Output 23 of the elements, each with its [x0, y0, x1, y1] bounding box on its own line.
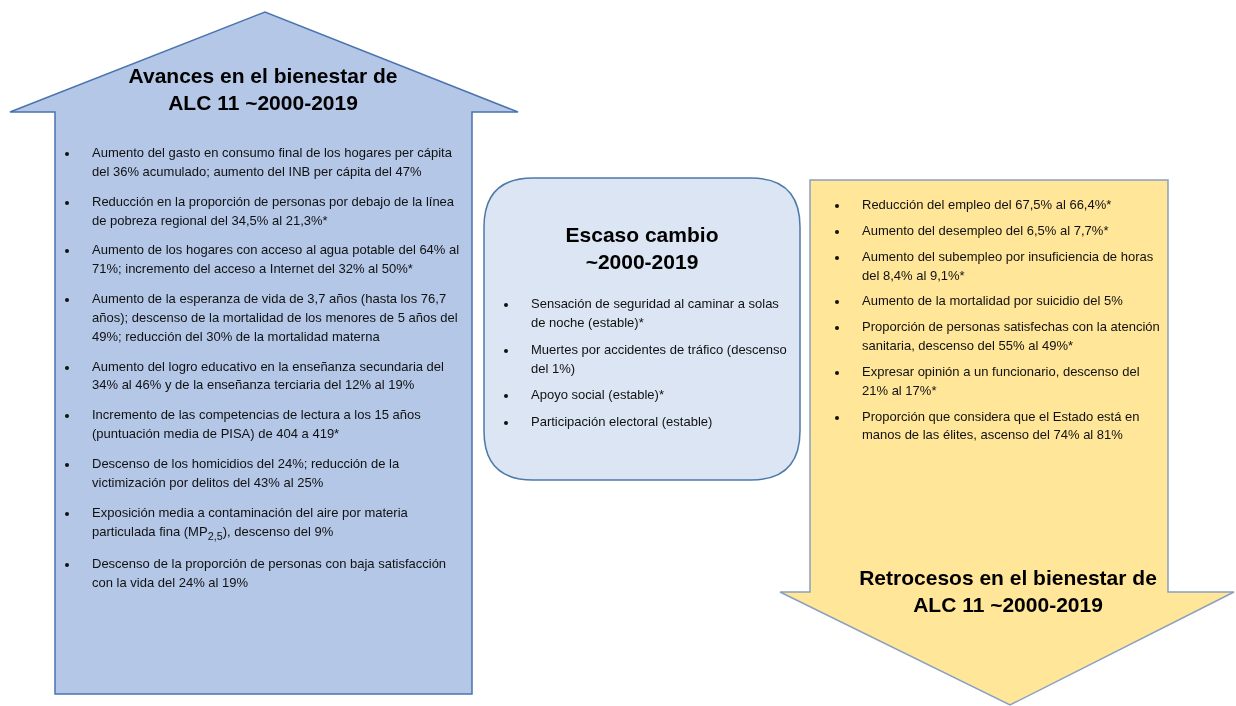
bullet-text: Aumento del gasto en consumo final de los hogares per cápita del 36% acumulado; aumento del INB per cápita del 47% — [92, 144, 453, 181]
bullet-text: Aumento de los hogares con acceso al agua potable del 64% al 71%; incremento del acceso a Internet del 32% al 50%* — [92, 241, 461, 279]
bullet-text: Proporción de personas satisfechas con la atención sanitaria, descenso del 55% al 49%* — [862, 318, 1161, 356]
bullet-text: Reducción en la proporción de personas por debajo de la línea de pobreza regional del 34,5% al 21,3%* — [92, 192, 456, 230]
bullet-text: Aumento del logro educativo en la enseñanza secundaria del 34% al 46% y de la enseñanza terciaria del 12% al 19% — [92, 357, 445, 395]
bullet-text: Muertes por accidentes de tráfico (descenso del 1%) — [531, 340, 787, 378]
heading: Escaso cambio ~2000-2019 — [564, 222, 720, 276]
bullet-text: Descenso de la proporción de personas con baja satisfacción con la vida del 24% al 19% — [92, 554, 448, 592]
bullet-text: Sensación de seguridad al caminar a solas de noche (estable)* — [531, 295, 780, 332]
bullet-text: Aumento de la mortalidad por suicidio del 5% — [862, 292, 1124, 311]
bullet-text: Exposición media a contaminación del aire por materia particulada fina (MP$_{2,5}$), descenso del 9% — [92, 503, 409, 544]
bullet-text: Reducción del empleo del 67,5% al 66,4%* — [862, 196, 1113, 214]
bullet-text: Expresar opinión a un funcionario, descenso del 21% al 17%* — [862, 362, 1141, 400]
bullet-text: Apoyo social (estable)* — [531, 386, 665, 405]
bullet-text: Incremento de las competencias de lectura a los 15 años (puntuación media de PISA) de 404 a 419* — [92, 406, 422, 444]
heading: Retrocesos en el bienestar de ALC 11 ~2000-2019 — [858, 565, 1158, 619]
bullet-text: Aumento de la esperanza de vida de 3,7 años (hasta los 76,7 años); descenso de la mortalidad de los menores de 5 años del 49%; reducción del 30% de la mortalidad materna — [92, 290, 459, 346]
heading: Avances en el bienestar de ALC 11 ~2000-2019 — [127, 63, 399, 117]
bullet-text: Aumento del subempleo por insuficiencia de horas del 8,4% al 9,1%* — [862, 247, 1155, 285]
bullet-text: Aumento del desempleo del 6,5% al 7,7%* — [862, 221, 1110, 240]
bullet-text: Participación electoral (estable) — [531, 413, 714, 432]
bullet-text: Descenso de los homicidios del 24%; reducción de la victimización por delitos del 43% al 25% — [92, 454, 401, 492]
bullet-text: Proporción que considera que el Estado está en manos de las élites, ascenso del 74% al 81% — [862, 407, 1141, 445]
